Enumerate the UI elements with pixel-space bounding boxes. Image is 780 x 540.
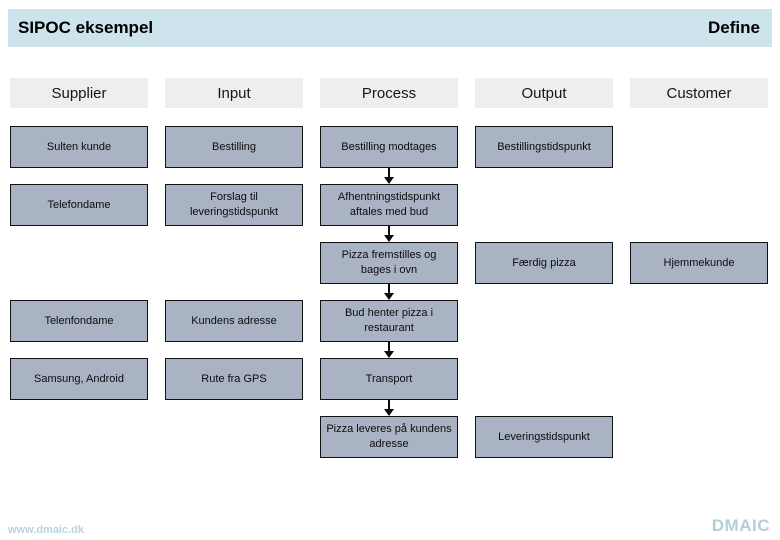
flow-arrow-down-icon — [383, 342, 395, 358]
sipoc-box: Sulten kunde — [10, 126, 148, 168]
website-link: www.dmaic.dk — [8, 524, 85, 536]
phase-label: Define — [708, 18, 760, 37]
title-bar: SIPOC eksempel Define — [8, 9, 772, 47]
sipoc-box: Samsung, Android — [10, 358, 148, 400]
sipoc-box: Hjemmekunde — [630, 242, 768, 284]
dmaic-logo: DMAIC — [711, 516, 770, 535]
column-header-input: Input — [165, 78, 303, 108]
column-header-supplier: Supplier — [10, 78, 148, 108]
sipoc-box: Telefondame — [10, 184, 148, 226]
sipoc-box: Bestilling modtages — [320, 126, 458, 168]
sipoc-box: Pizza leveres på kundens adresse — [320, 416, 458, 458]
sipoc-box: Leveringstidspunkt — [475, 416, 613, 458]
sipoc-box: Transport — [320, 358, 458, 400]
flow-arrow-down-icon — [383, 284, 395, 300]
sipoc-box: Pizza fremstilles og bages i ovn — [320, 242, 458, 284]
sipoc-box: Forslag til leveringstidspunkt — [165, 184, 303, 226]
column-header-customer: Customer — [630, 78, 768, 108]
flow-arrow-down-icon — [383, 168, 395, 184]
flow-arrow-down-icon — [383, 400, 395, 416]
sipoc-box: Kundens adresse — [165, 300, 303, 342]
sipoc-box: Afhentningstidspunkt aftales med bud — [320, 184, 458, 226]
flow-arrow-down-icon — [383, 226, 395, 242]
page-title: SIPOC eksempel — [18, 18, 154, 37]
sipoc-box: Bestillingstidspunkt — [475, 126, 613, 168]
sipoc-box: Bestilling — [165, 126, 303, 168]
sipoc-box: Færdig pizza — [475, 242, 613, 284]
column-header-output: Output — [475, 78, 613, 108]
sipoc-box: Rute fra GPS — [165, 358, 303, 400]
sipoc-box: Bud henter pizza i restaurant — [320, 300, 458, 342]
sipoc-box: Telenfondame — [10, 300, 148, 342]
column-header-process: Process — [320, 78, 458, 108]
